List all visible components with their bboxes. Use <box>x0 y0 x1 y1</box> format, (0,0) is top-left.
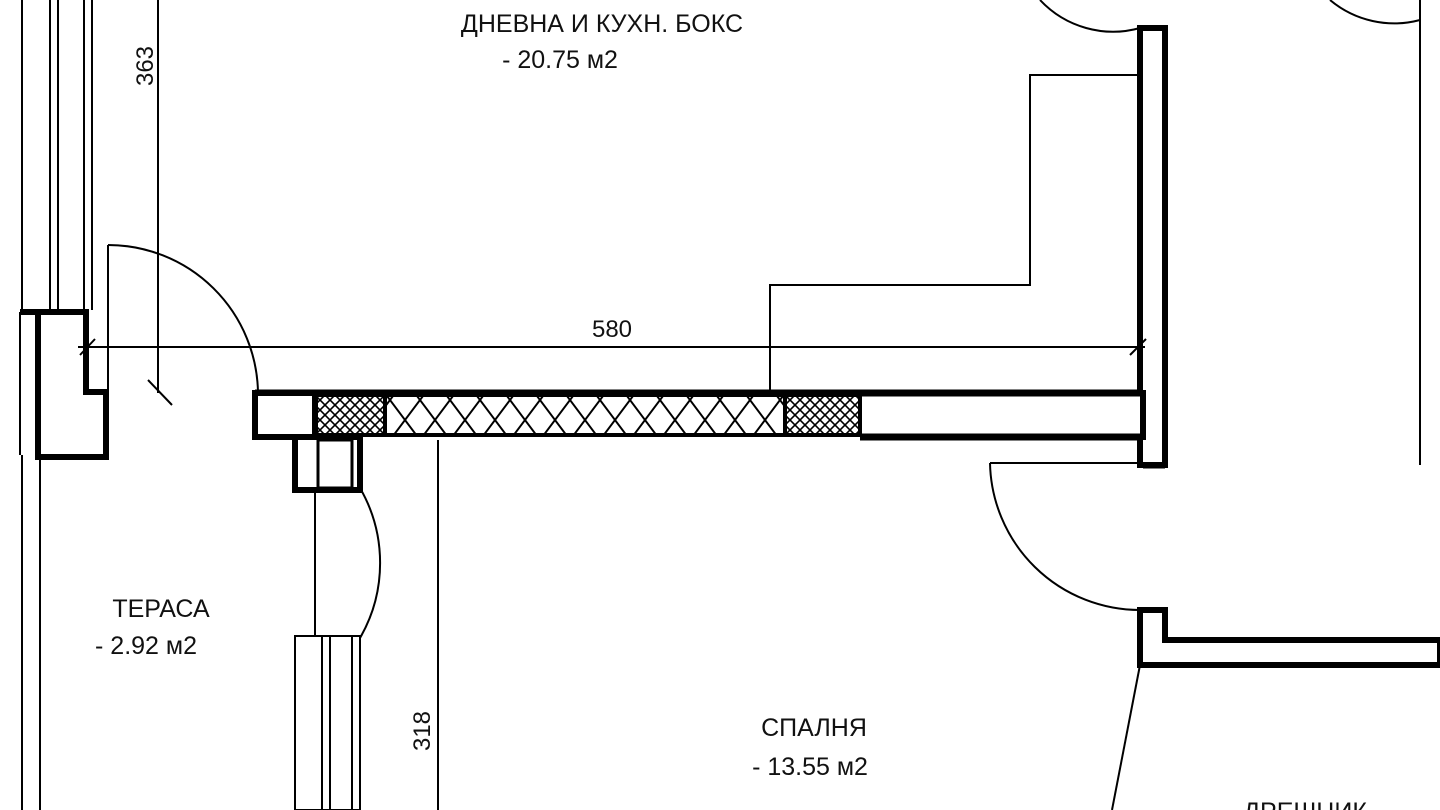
dimension-580-label: 580 <box>592 316 632 343</box>
living-room-name: ДНЕВНА И КУХН. БОКС <box>461 10 743 38</box>
living-room-area: - 20.75 м2 <box>502 46 618 74</box>
terrace-door-top <box>107 244 259 394</box>
left-exterior-wall <box>21 0 93 810</box>
bedroom-door <box>989 462 1141 611</box>
partition-wall <box>252 389 1165 493</box>
dimension-580-line <box>78 338 1147 356</box>
terrace-door-bottom <box>294 487 382 810</box>
dimension-363-label: 363 <box>132 46 159 86</box>
kitchen-counter <box>769 74 1140 393</box>
terrace-name: ТЕРАСА <box>112 595 210 623</box>
dimension-363-line <box>147 0 173 406</box>
right-wall <box>1137 0 1440 668</box>
dimension-318-label: 318 <box>409 711 436 751</box>
bedroom-area: - 13.55 м2 <box>752 753 868 781</box>
top-doors <box>1039 0 1421 33</box>
terrace-area: - 2.92 м2 <box>95 632 197 660</box>
bedroom-name: СПАЛНЯ <box>761 714 867 742</box>
wardrobe-name: ДРЕШНИК <box>1243 798 1367 810</box>
left-column <box>20 309 109 460</box>
wardrobe-line <box>1111 664 1141 810</box>
